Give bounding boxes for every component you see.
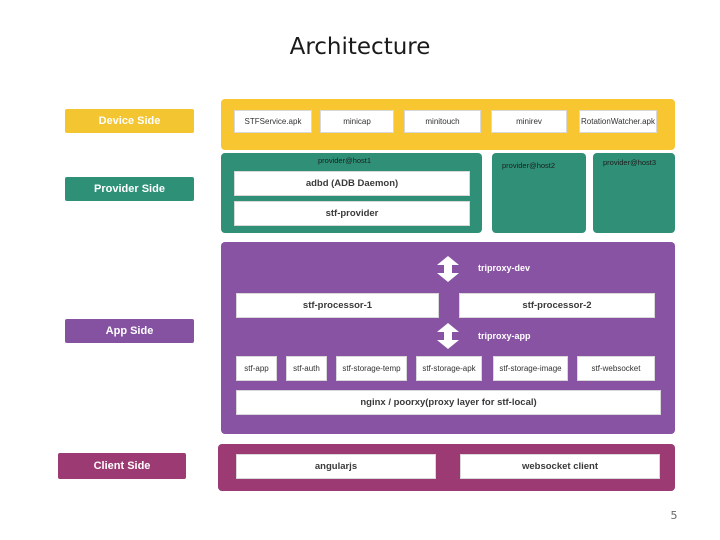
- device-item-rotationwatcher: RotationWatcher.apk: [579, 110, 657, 133]
- provider-host3-label: provider@host3: [603, 158, 657, 167]
- processor-2-box: stf-processor-2: [459, 293, 655, 318]
- service-stf-app: stf-app: [236, 356, 277, 381]
- device-item-minirev: minirev: [491, 110, 567, 133]
- triproxy-dev-label: triproxy-dev: [478, 263, 531, 273]
- adbd-box: adbd (ADB Daemon): [234, 171, 470, 196]
- slide-title: Architecture: [289, 34, 431, 60]
- device-item-stfservice: STFService.apk: [234, 110, 312, 133]
- triproxy-app-label: triproxy-app: [478, 331, 531, 341]
- websocket-client-box: websocket client: [460, 454, 660, 479]
- app-side-label: App Side: [65, 319, 194, 343]
- service-stf-storage-apk: stf-storage-apk: [416, 356, 482, 381]
- service-stf-websocket: stf-websocket: [577, 356, 655, 381]
- provider-host3-panel: [593, 153, 675, 233]
- provider-host2-panel: [492, 153, 586, 233]
- processor-1-box: stf-processor-1: [236, 293, 439, 318]
- service-stf-storage-temp: stf-storage-temp: [336, 356, 407, 381]
- triproxy-dev-arrow-icon: [437, 256, 459, 282]
- device-item-minicap: minicap: [320, 110, 394, 133]
- angularjs-box: angularjs: [236, 454, 436, 479]
- triproxy-app-arrow-icon: [437, 323, 459, 349]
- provider-side-label: Provider Side: [65, 177, 194, 201]
- stf-provider-box: stf-provider: [234, 201, 470, 226]
- client-side-label: Client Side: [58, 453, 186, 479]
- nginx-proxy-box: nginx / poorxy(proxy layer for stf-local…: [236, 390, 661, 415]
- provider-host2-label: provider@host2: [502, 161, 556, 170]
- service-stf-auth: stf-auth: [286, 356, 327, 381]
- provider-host1-label: provider@host1: [318, 156, 372, 165]
- device-item-minitouch: minitouch: [404, 110, 481, 133]
- device-side-label: Device Side: [65, 109, 194, 133]
- service-stf-storage-image: stf-storage-image: [493, 356, 568, 381]
- page-number: 5: [670, 509, 678, 522]
